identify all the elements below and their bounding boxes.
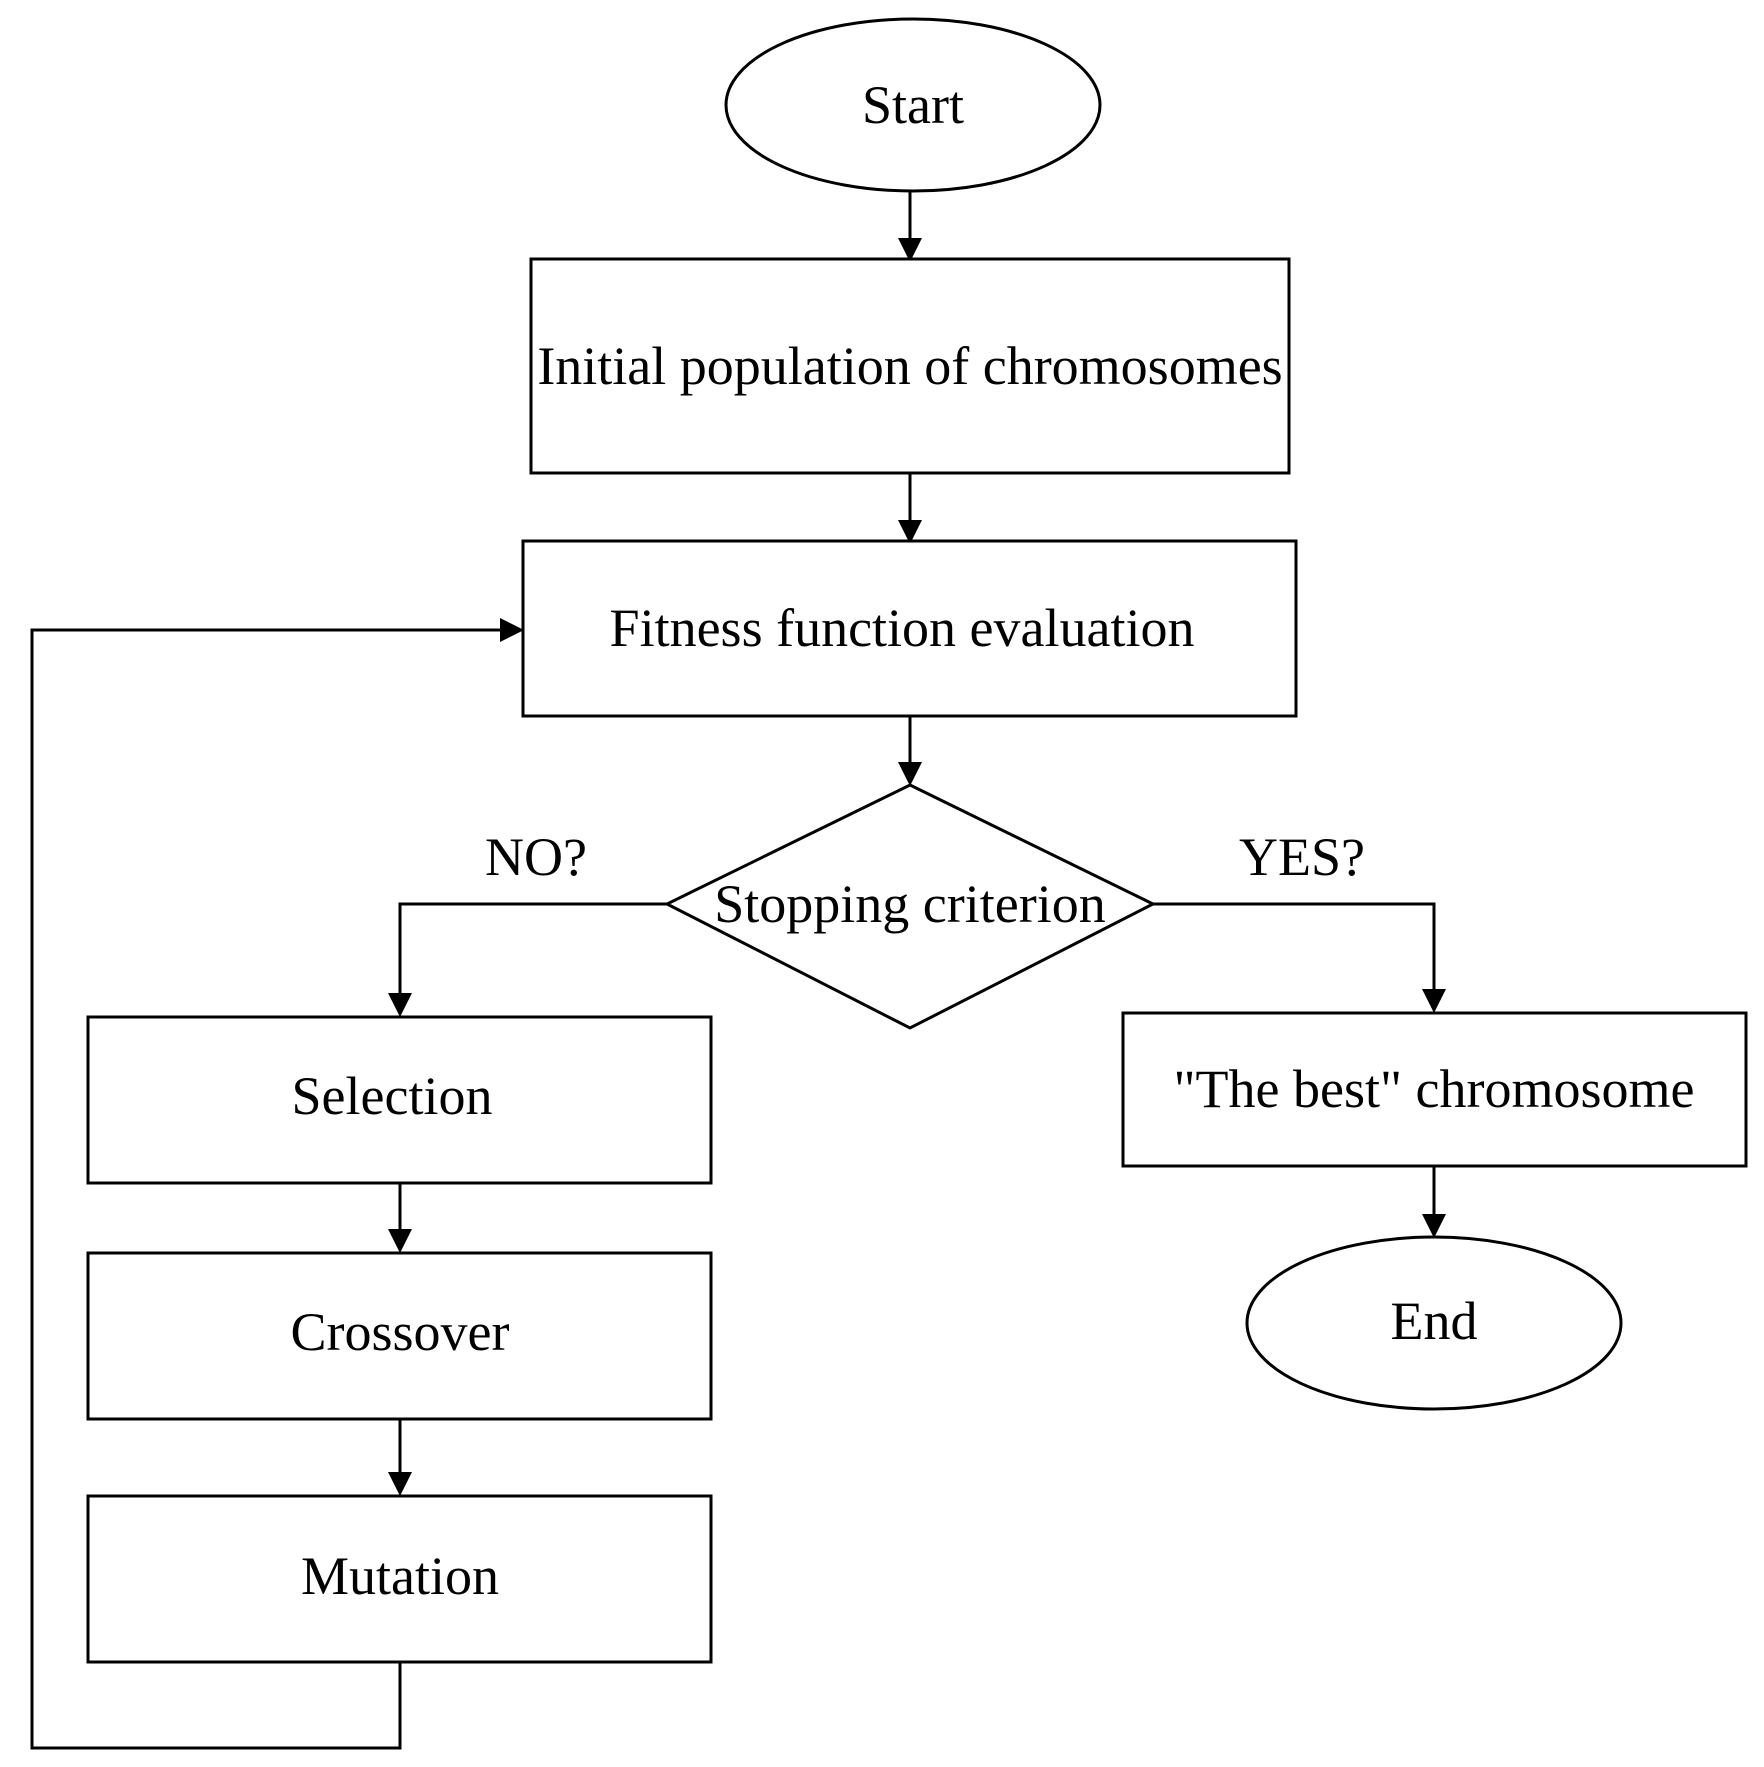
arrowhead-best xyxy=(1422,989,1446,1013)
stopping-criterion-label: Stopping criterion xyxy=(714,874,1105,934)
start-ellipse xyxy=(724,17,1102,193)
node-best-chromosome: "The best" chromosome xyxy=(1121,1011,1748,1168)
mutation-box xyxy=(86,1494,713,1664)
node-fitness-evaluation: Fitness function evaluation xyxy=(521,539,1298,718)
edge-label-no: NO? xyxy=(485,827,587,887)
end-label: End xyxy=(1391,1291,1478,1351)
fitness-evaluation-label: Fitness function evaluation xyxy=(610,598,1195,658)
crossover-label: Crossover xyxy=(291,1302,510,1362)
end-ellipse xyxy=(1245,1235,1623,1411)
arrowhead-end xyxy=(1422,1214,1446,1238)
selection-label: Selection xyxy=(292,1066,493,1126)
initial-population-box xyxy=(529,257,1291,475)
stopping-criterion-diamond xyxy=(663,783,1157,1030)
node-stopping-criterion: Stopping criterion xyxy=(663,783,1157,1030)
arrowhead-loop-fitness xyxy=(500,618,524,642)
connectors xyxy=(30,191,1446,1750)
best-chromosome-box xyxy=(1121,1011,1748,1168)
initial-population-label: Initial population of chromosomes xyxy=(537,336,1282,396)
node-end: End xyxy=(1245,1235,1623,1411)
edge-label-yes: YES? xyxy=(1239,827,1365,887)
edge-mutation-loop-to-fitness xyxy=(30,628,502,1750)
selection-box xyxy=(86,1015,713,1185)
node-initial-population: Initial population of chromosomes xyxy=(529,257,1291,475)
edge-criterion-yes-to-best xyxy=(1153,902,1436,991)
arrowhead-initial xyxy=(898,238,922,262)
arrowhead-fitness xyxy=(898,520,922,544)
start-label: Start xyxy=(862,75,964,135)
edge-criterion-no-to-selection xyxy=(398,902,667,995)
mutation-label: Mutation xyxy=(301,1546,499,1606)
crossover-box xyxy=(86,1251,713,1421)
arrowhead-criterion xyxy=(898,762,922,786)
fitness-evaluation-box xyxy=(521,539,1298,718)
node-selection: Selection xyxy=(86,1015,713,1185)
arrowhead-crossover xyxy=(388,1229,412,1253)
arrowhead-selection xyxy=(388,993,412,1017)
best-chromosome-label: "The best" chromosome xyxy=(1174,1059,1695,1119)
node-crossover: Crossover xyxy=(86,1251,713,1421)
arrowhead-mutation xyxy=(388,1472,412,1496)
node-mutation: Mutation xyxy=(86,1494,713,1664)
node-start: Start xyxy=(724,17,1102,193)
